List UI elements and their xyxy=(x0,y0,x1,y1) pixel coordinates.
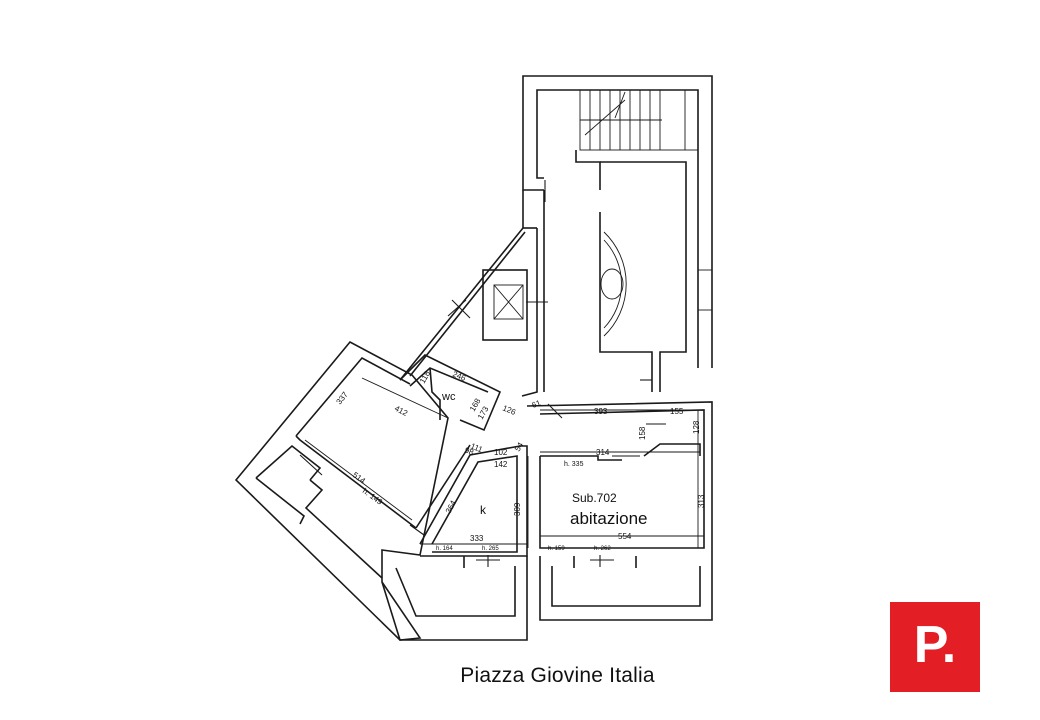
kitchen-room xyxy=(419,445,528,557)
room-label-wc: wc xyxy=(441,391,456,403)
dim-label: 98 xyxy=(463,446,475,458)
brand-logo: P. xyxy=(890,602,980,692)
west-room xyxy=(234,340,471,641)
dim-label: 313 xyxy=(697,494,706,508)
stair-steps xyxy=(589,90,661,150)
dim-label: h. 164 xyxy=(436,546,453,552)
shaft xyxy=(482,269,528,341)
dim-label: 102 xyxy=(494,448,508,457)
south-strip xyxy=(381,555,713,641)
dim-label: h. 265 xyxy=(482,546,499,552)
dimension-labels: 337 412 514 h. 149 364 333 h. 164 h. 265… xyxy=(334,369,706,552)
stair-tower xyxy=(522,75,713,368)
dim-label: 128 xyxy=(692,420,701,434)
dim-label: 333 xyxy=(470,534,484,543)
dim-label: h. 262 xyxy=(594,546,611,552)
dim-label: 554 xyxy=(618,532,632,541)
dim-label: 61 xyxy=(531,398,543,410)
logo-letter: P. xyxy=(913,616,957,674)
abitazione-room xyxy=(526,401,713,556)
diagonal-wing xyxy=(399,190,548,397)
dim-label: 246 xyxy=(451,370,467,384)
dim-label: 514 xyxy=(351,470,368,485)
room-label-kitchen: k xyxy=(480,503,487,517)
dim-label: 142 xyxy=(494,460,508,469)
unit-name-label: abitazione xyxy=(570,509,648,528)
dim-label: 155 xyxy=(670,407,684,416)
dim-label: h. 149 xyxy=(361,486,385,507)
street-label: Piazza Giovine Italia xyxy=(460,664,655,687)
dim-label: 54 xyxy=(513,440,526,453)
dimension-lines xyxy=(304,377,704,548)
dim-label: h. 159 xyxy=(548,546,565,552)
unit-sub-label: Sub.702 xyxy=(572,491,617,505)
dim-label: 111 xyxy=(469,442,484,455)
dim-label: 309 xyxy=(513,502,522,516)
dim-label: 314 xyxy=(596,448,610,457)
hall xyxy=(543,150,687,392)
dim-label: 393 xyxy=(594,407,608,416)
dim-label: 158 xyxy=(638,426,647,440)
oval-feature xyxy=(600,268,624,300)
dim-label: 337 xyxy=(334,390,350,406)
dim-label: 126 xyxy=(501,404,517,418)
dim-label: h. 335 xyxy=(564,461,584,468)
dim-label: 412 xyxy=(393,404,409,418)
